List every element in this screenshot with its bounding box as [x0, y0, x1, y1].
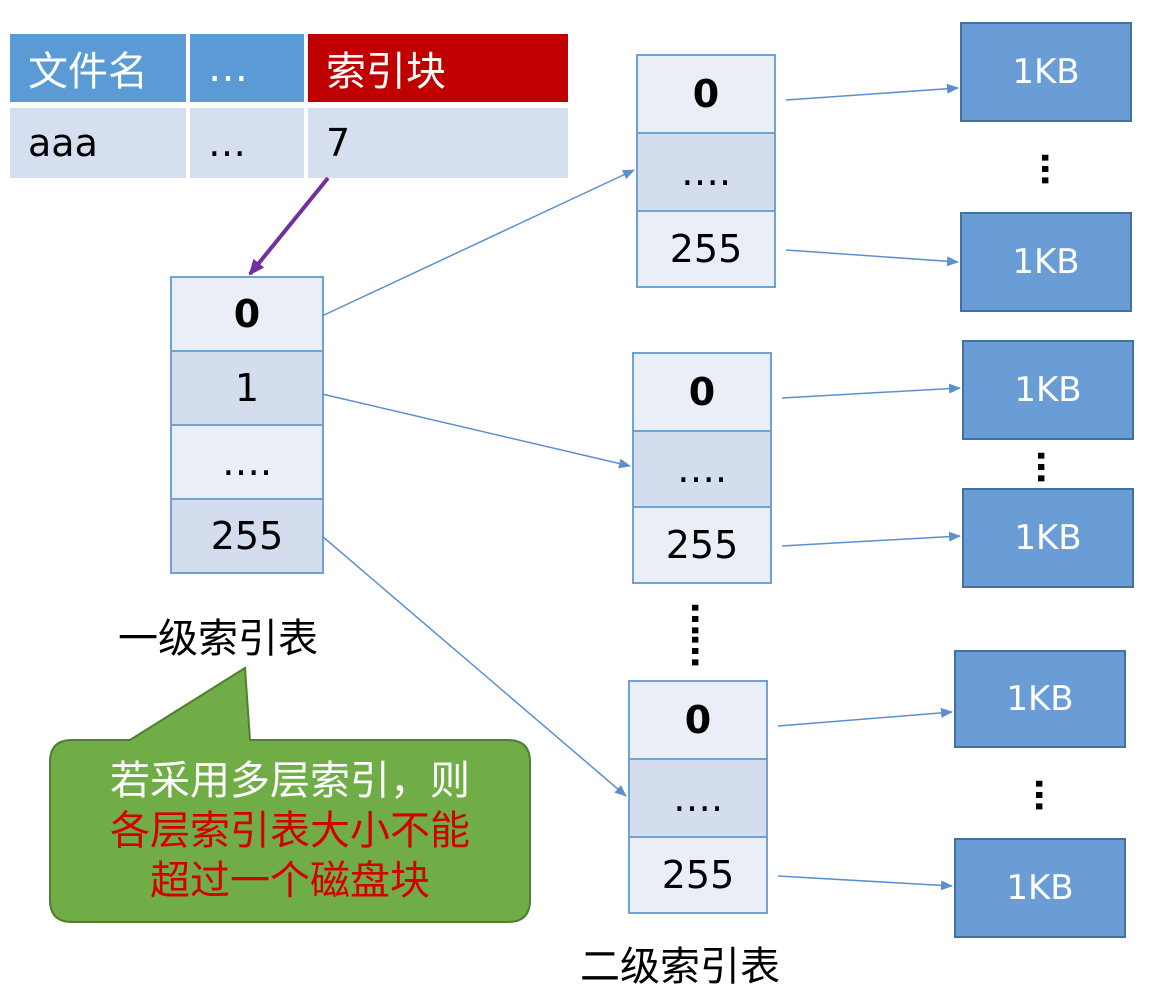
header-ellipsis: …: [190, 34, 304, 102]
level2-cell: 0: [636, 54, 776, 134]
arrow-l2c-0: [777, 707, 953, 727]
level2-index-table: 0 …. 255: [636, 54, 776, 288]
cell-filename: aaa: [10, 108, 186, 178]
data-block: 1KB: [962, 340, 1134, 440]
header-index-block: 索引块: [308, 34, 568, 102]
level1-cell: 255: [170, 498, 324, 574]
level1-caption: 一级索引表: [118, 616, 318, 662]
callout-line-3: 超过一个磁盘块: [150, 858, 430, 904]
data-block: 1KB: [960, 22, 1132, 122]
arrow-l2b-255: [781, 531, 961, 547]
level2-cell: ….: [628, 758, 768, 838]
callout-line-1: 若采用多层索引，则: [110, 758, 470, 804]
header-filename: 文件名: [10, 34, 186, 102]
directory-table: 文件名 … 索引块 aaa … 7: [10, 34, 568, 180]
vertical-ellipsis: …: [1029, 450, 1069, 482]
arrow-level1-0: [321, 169, 635, 317]
level1-index-table: 0 1 …. 255: [170, 276, 324, 574]
level2-cell: ….: [632, 430, 772, 508]
arrow-level1-255: [321, 535, 627, 797]
data-block: 1KB: [954, 650, 1126, 748]
level1-cell: 1: [170, 350, 324, 426]
data-block: 1KB: [960, 212, 1132, 312]
level1-cell: 0: [170, 276, 324, 352]
level2-index-table: 0 …. 255: [628, 680, 768, 914]
callout-line-2: 各层索引表大小不能: [110, 808, 470, 854]
data-block: 1KB: [962, 488, 1134, 588]
arrow-l2c-255: [777, 875, 953, 891]
arrow-level1-1: [321, 393, 631, 469]
vertical-ellipsis: …: [1033, 152, 1073, 184]
level2-cell: 0: [632, 352, 772, 432]
level2-cell: 255: [632, 506, 772, 584]
arrow-l2a-255: [785, 249, 959, 267]
level1-cell: ….: [170, 424, 324, 500]
level2-cell: 255: [628, 836, 768, 914]
callout-text: 若采用多层索引，则 各层索引表大小不能 超过一个磁盘块: [50, 756, 530, 906]
level2-cell: 255: [636, 210, 776, 288]
vertical-ellipsis: ……: [683, 602, 723, 666]
cell-index-block: 7: [308, 108, 568, 178]
cell-ellipsis: …: [190, 108, 304, 178]
arrow-l2a-0: [785, 83, 959, 101]
data-block: 1KB: [954, 838, 1126, 938]
level2-index-table: 0 …. 255: [632, 352, 772, 584]
arrow-l2b-0: [781, 383, 961, 399]
arrow-dir-to-level1: [248, 176, 330, 276]
level2-cell: ….: [636, 132, 776, 212]
vertical-ellipsis: …: [1027, 778, 1067, 810]
level2-caption: 二级索引表: [580, 944, 780, 990]
